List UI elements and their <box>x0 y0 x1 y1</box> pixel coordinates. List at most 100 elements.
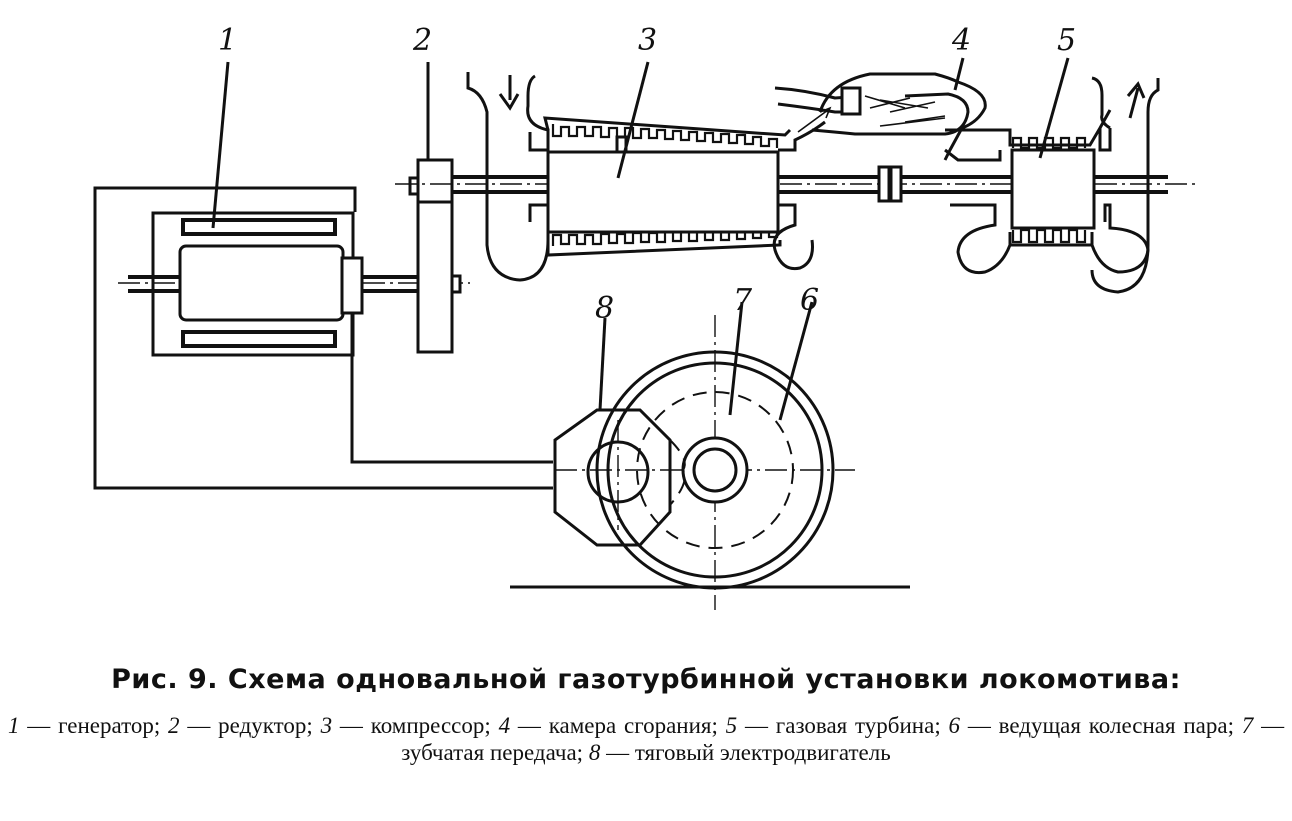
traction-motor <box>553 317 686 547</box>
turbine-casing-top <box>945 109 1112 147</box>
legend-num: 2 <box>168 713 180 738</box>
compressor-inlet-arrow <box>498 75 520 111</box>
legend-item: 7 — зубчатая передача; <box>401 713 1284 765</box>
turbine-inlet-guide <box>944 148 1002 162</box>
callout-2: 2 <box>412 23 432 58</box>
legend-item: 1 — генератор; <box>8 713 168 738</box>
legend-num: 1 <box>8 713 20 738</box>
compressor-blades-top <box>551 124 779 148</box>
legend-text: тяговый электродвигатель <box>634 740 891 765</box>
legend-num: 6 <box>948 713 961 738</box>
turbine-rotor <box>1010 148 1096 230</box>
legend-sep: — <box>332 713 371 738</box>
legend-text: генератор; <box>58 713 169 738</box>
compressor <box>466 61 826 282</box>
turbine-blades-top <box>1011 136 1087 150</box>
wheel-set <box>510 301 910 610</box>
legend-sep: — <box>1253 713 1285 738</box>
legend-num: 3 <box>320 713 333 738</box>
legend-item: 8 — тяговый электродвигатель <box>589 740 891 765</box>
legend-item: 2 — редуктор; <box>168 713 321 738</box>
figure-caption: Рис. 9. Схема одновальной газотурбинной … <box>111 664 1181 695</box>
callout-8: 8 <box>595 291 614 326</box>
legend-num: 5 <box>725 713 738 738</box>
callout-labels: 1 2 3 4 5 6 7 8 <box>218 23 1076 326</box>
generator-rotor <box>178 244 345 322</box>
compressor-blades-bottom <box>551 227 779 246</box>
legend-sep: — <box>737 713 776 738</box>
shaft-reducer-compressor <box>452 175 548 194</box>
exhaust-duct-inner <box>1091 76 1111 130</box>
callout-4: 4 <box>951 23 971 58</box>
compressor-casing-top <box>543 116 792 137</box>
legend-sep: — <box>510 713 549 738</box>
callout-5: 5 <box>1057 23 1076 58</box>
legend-text: редуктор; <box>218 713 321 738</box>
legend-sep: — <box>179 713 219 738</box>
leader-7 <box>728 301 744 416</box>
turbine-casing-bottom <box>1008 232 1094 247</box>
gas-turbine-schematic: 1 2 3 4 5 6 7 8 <box>93 23 1200 610</box>
legend-sep: — <box>960 713 999 738</box>
generator <box>118 61 470 357</box>
motor-gear-mesh <box>669 439 686 506</box>
generator-stator-top <box>181 218 337 236</box>
legend-num: 4 <box>498 713 511 738</box>
generator-stator-bottom <box>181 330 337 348</box>
wire-outer <box>93 186 553 490</box>
legend-num: 8 <box>588 740 601 765</box>
leader-5 <box>1038 57 1070 159</box>
motor-housing <box>553 408 672 547</box>
compressor-inlet-outer <box>466 72 550 282</box>
legend-item: 6 — ведущая колесная пара; <box>949 713 1242 738</box>
callout-7: 7 <box>733 283 753 318</box>
legend-sep: — <box>19 713 59 738</box>
compressor-rotor <box>546 150 780 234</box>
reducer-nut-top <box>408 176 420 196</box>
combustion-chamber <box>774 57 987 161</box>
air-flow-arrow <box>797 106 832 133</box>
figure-legend: 1 — генератор; 2 — редуктор; 3 — компрес… <box>8 712 1284 766</box>
leader-6 <box>778 301 814 421</box>
reducer-gear-disc <box>416 190 454 354</box>
legend-text: ведущая колесная пара; <box>998 713 1242 738</box>
legend-item: 4 — камера сгорания; <box>499 713 726 738</box>
legend-sep: — <box>600 740 635 765</box>
leader-1 <box>211 61 230 229</box>
shaft-turbine-end <box>1093 175 1168 194</box>
leader-4 <box>953 57 965 91</box>
leader-3 <box>616 61 650 179</box>
compressor-inlet-inner <box>526 74 550 152</box>
reducer-pinion <box>416 158 454 204</box>
legend-text: компрессор; <box>370 713 499 738</box>
shaft-coupling-a <box>877 165 891 203</box>
legend-item: 3 — компрессор; <box>321 713 499 738</box>
leader-8 <box>598 317 607 411</box>
exhaust-arrow <box>1126 81 1146 119</box>
reducer <box>408 62 462 354</box>
turbine-outlet-collar <box>1098 128 1112 152</box>
exhaust-duct-outer <box>1090 78 1160 294</box>
turbine-outlet-scroll <box>1090 203 1150 274</box>
turbine-blades-bottom <box>1011 228 1087 244</box>
injector-head <box>840 86 862 116</box>
legend-text: газовая турбина; <box>775 713 949 738</box>
legend-item: 5 — газовая турбина; <box>726 713 949 738</box>
compressor-outlet-scroll <box>772 203 814 271</box>
legend-num: 7 <box>1241 713 1254 738</box>
main-shaft <box>395 165 1200 203</box>
compressor-outlet-duct <box>778 120 826 152</box>
gas-turbine <box>944 57 1160 294</box>
axle-inner <box>692 447 738 493</box>
turbine-inlet-scroll <box>950 203 1012 275</box>
reducer-nut-bottom <box>450 274 462 294</box>
compressor-casing-bottom <box>546 240 782 257</box>
flame-arrows <box>864 95 946 127</box>
chamber-inner-wall <box>811 92 970 136</box>
legend-text: зубчатая передача; <box>401 740 589 765</box>
callout-6: 6 <box>800 283 819 318</box>
callout-1: 1 <box>218 23 237 58</box>
legend-text: камера сгорания; <box>548 713 726 738</box>
shaft-coupling <box>340 256 364 315</box>
wire-top <box>153 186 357 212</box>
